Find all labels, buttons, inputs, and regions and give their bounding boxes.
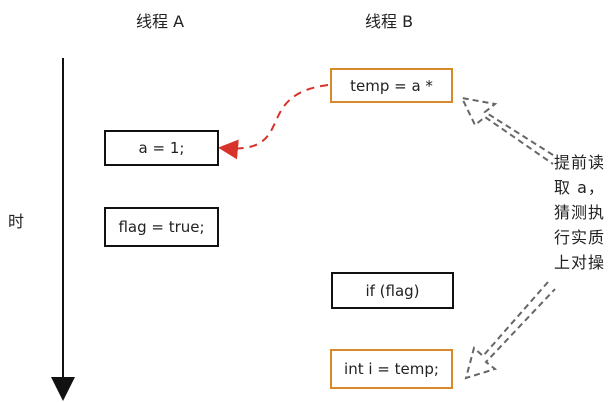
- annotation-arrow-bottom: [464, 281, 556, 380]
- header-thread-a: 线程 A: [136, 12, 185, 31]
- annotation-arrow-top: [460, 96, 554, 165]
- annotation-note: 提前读取 a，猜测执行实质上对操作做了: [554, 153, 606, 272]
- thread-b-step-read-temp: temp = a *: [330, 68, 453, 103]
- thread-a-step-set-flag: flag = true;: [104, 207, 219, 247]
- thread-b-step-use-temp: int i = temp;: [330, 349, 453, 389]
- time-axis-label: 时: [8, 212, 25, 231]
- header-thread-b: 线程 B: [365, 12, 414, 31]
- thread-a-step-assign-a: a = 1;: [104, 130, 219, 166]
- reorder-arrow: [218, 84, 329, 160]
- thread-b-step-check-flag: if (flag): [331, 272, 454, 309]
